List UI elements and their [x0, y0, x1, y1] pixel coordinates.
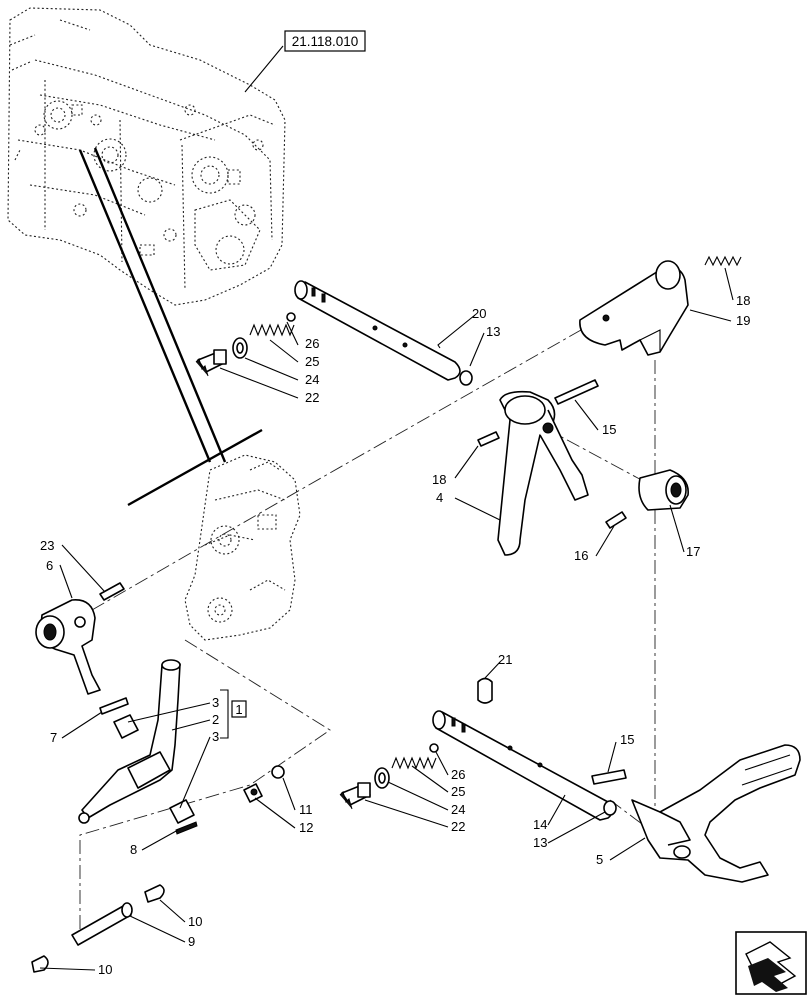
callout-19[interactable]: 19 [736, 313, 750, 328]
next-page-arrow-icon[interactable] [735, 931, 807, 995]
ball-26-upper[interactable] [286, 312, 296, 322]
callout-16[interactable]: 16 [574, 548, 588, 563]
selector-rod-20[interactable] [294, 280, 461, 381]
clip-10-upper[interactable] [144, 884, 165, 903]
ring-11[interactable] [271, 765, 285, 779]
spring-25-upper[interactable] [249, 323, 295, 337]
callout-10-lower[interactable]: 10 [98, 962, 112, 977]
seal-washer-24-lower[interactable] [374, 767, 390, 789]
reference-label: 21.118.010 [292, 34, 359, 49]
circlip-13-upper[interactable] [459, 370, 473, 386]
callout-8[interactable]: 8 [130, 842, 137, 857]
callout-4[interactable]: 4 [436, 490, 443, 505]
pin-18-fork[interactable] [477, 431, 500, 447]
callout-13-upper[interactable]: 13 [486, 324, 500, 339]
shift-lever-6[interactable] [35, 599, 101, 695]
callout-3-upper[interactable]: 3 [212, 695, 219, 710]
plug-screw-22-upper[interactable] [195, 349, 227, 377]
spring-25-lower[interactable] [391, 756, 437, 770]
callout-13-lower[interactable]: 13 [533, 835, 547, 850]
spring-18-upper[interactable] [704, 255, 742, 267]
callout-18-spring[interactable]: 18 [736, 293, 750, 308]
callout-5[interactable]: 5 [596, 852, 603, 867]
sleeve-17[interactable] [638, 469, 689, 511]
shift-fork-4[interactable] [497, 390, 589, 556]
callout-25-upper[interactable]: 25 [305, 354, 319, 369]
seal-washer-24-upper[interactable] [232, 337, 248, 359]
callout-12[interactable]: 12 [299, 820, 313, 835]
callout-25-lower[interactable]: 25 [451, 784, 465, 799]
shift-shaft-2[interactable] [78, 659, 181, 824]
shift-cover-ghost [184, 454, 301, 641]
ball-26-lower[interactable] [429, 743, 439, 753]
callout-23[interactable]: 23 [40, 538, 54, 553]
callout-labels: 20 13 26 25 24 22 18 19 15 18 4 16 17 23… [40, 293, 750, 977]
callout-20[interactable]: 20 [472, 306, 486, 321]
pin-8[interactable] [175, 821, 198, 835]
circlip-13-lower[interactable] [603, 800, 617, 816]
callout-24-upper[interactable]: 24 [305, 372, 319, 387]
callout-15-upper[interactable]: 15 [602, 422, 616, 437]
transmission-housing-ghost [7, 7, 286, 306]
callout-24-lower[interactable]: 24 [451, 802, 465, 817]
callout-9[interactable]: 9 [188, 934, 195, 949]
selector-fork-19[interactable] [579, 260, 689, 356]
plug-screw-22-lower[interactable] [339, 782, 371, 810]
callout-18-pin[interactable]: 18 [432, 472, 446, 487]
callout-22-lower[interactable]: 22 [451, 819, 465, 834]
callout-3-lower[interactable]: 3 [212, 729, 219, 744]
clip-10-lower[interactable] [31, 955, 49, 973]
roll-pin-23[interactable] [99, 582, 125, 601]
callout-22-upper[interactable]: 22 [305, 390, 319, 405]
ball-joint-12[interactable] [243, 783, 263, 803]
callout-15-lower[interactable]: 15 [620, 732, 634, 747]
shift-fork-5[interactable] [631, 744, 801, 883]
callout-6[interactable]: 6 [46, 558, 53, 573]
callout-14[interactable]: 14 [533, 817, 547, 832]
callout-17[interactable]: 17 [686, 544, 700, 559]
pin-15-lower[interactable] [591, 769, 627, 785]
pin-16[interactable] [605, 511, 627, 529]
pin-15-upper[interactable] [554, 379, 599, 405]
plunger-21[interactable] [477, 677, 493, 704]
callout-26-upper[interactable]: 26 [305, 336, 319, 351]
callout-2[interactable]: 2 [212, 712, 219, 727]
pin-7[interactable] [99, 697, 129, 715]
callout-21[interactable]: 21 [498, 652, 512, 667]
callout-26-lower[interactable]: 26 [451, 767, 465, 782]
pad-3-lower[interactable] [169, 799, 195, 824]
assembly-centerlines [79, 284, 661, 940]
group-box-1[interactable]: 1 [231, 700, 247, 718]
callout-7[interactable]: 7 [50, 730, 57, 745]
detail-pointer [78, 147, 263, 507]
pad-3-upper[interactable] [113, 714, 139, 739]
reference-box[interactable]: 21.118.010 [244, 30, 366, 93]
callout-10-upper[interactable]: 10 [188, 914, 202, 929]
leader-lines [39, 267, 734, 971]
callout-11[interactable]: 11 [299, 802, 313, 817]
pin-9[interactable] [71, 902, 133, 946]
group-label: 1 [235, 702, 242, 717]
